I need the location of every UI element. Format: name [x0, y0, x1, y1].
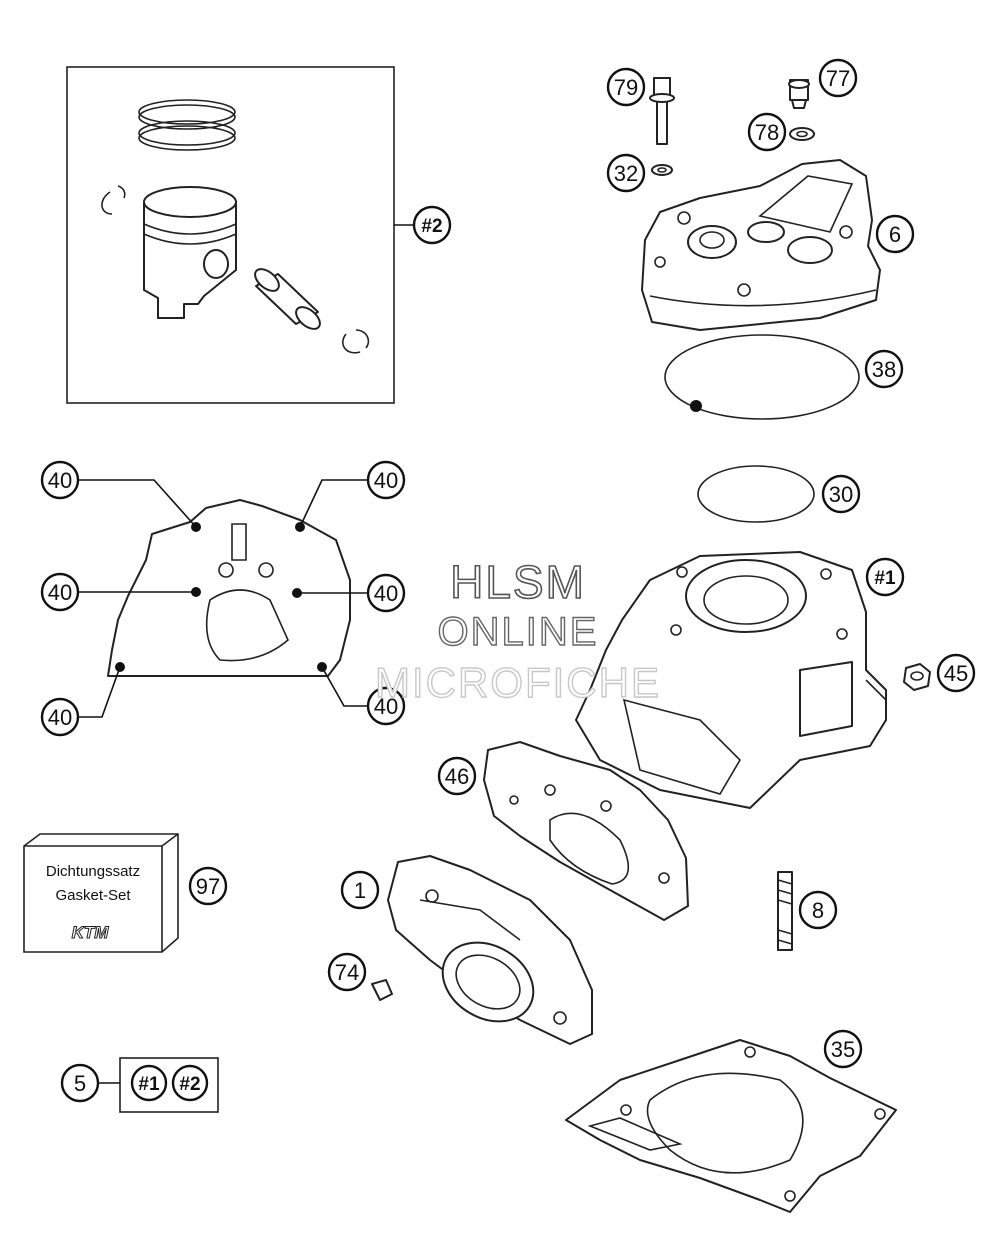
gasket-46	[483, 741, 689, 921]
svg-text:5: 5	[74, 1071, 86, 1096]
svg-text:1: 1	[354, 878, 366, 903]
callout-1: 1	[340, 870, 380, 910]
gasket-box-subtitle: Gasket-Set	[55, 887, 131, 904]
leader-lines-40	[78, 479, 368, 718]
circlip-right	[342, 329, 370, 354]
ktm-logo: KTM	[72, 923, 110, 942]
svg-text:97: 97	[196, 874, 220, 899]
callout-5: 5	[60, 1063, 100, 1103]
watermark-line-2: ONLINE	[438, 610, 599, 654]
set-box-5: #1 #2	[98, 1057, 219, 1113]
callout-1-hash: #1	[865, 557, 905, 597]
callout-40-mid-left: 40	[40, 572, 80, 612]
bolt-77	[788, 79, 810, 109]
set-box-item-1: #1	[130, 1064, 168, 1102]
svg-text:40: 40	[48, 580, 72, 605]
callout-77: 77	[818, 58, 858, 98]
watermark: HLSM ONLINE MICROFICHE	[374, 555, 661, 707]
screw-74	[371, 979, 393, 1001]
svg-text:#1: #1	[138, 1074, 160, 1095]
callout-46: 46	[437, 756, 477, 796]
svg-text:#1: #1	[874, 568, 896, 589]
svg-text:#2: #2	[421, 216, 442, 237]
piston-pin	[254, 268, 321, 330]
svg-text:40: 40	[374, 581, 398, 606]
callout-79: 79	[606, 67, 646, 107]
svg-text:6: 6	[889, 222, 901, 247]
washer-78	[789, 127, 815, 141]
callout-97: 97	[188, 866, 228, 906]
svg-text:32: 32	[614, 161, 638, 186]
svg-text:79: 79	[614, 75, 638, 100]
svg-text:#2: #2	[179, 1074, 200, 1095]
circlip-left	[101, 185, 126, 215]
svg-text:45: 45	[944, 661, 968, 686]
washer-32	[651, 164, 673, 176]
svg-text:40: 40	[374, 468, 398, 493]
svg-text:40: 40	[48, 705, 72, 730]
stud-8	[777, 871, 793, 951]
piston-kit-group	[66, 66, 414, 404]
callout-40-bottom-right: 40	[366, 686, 406, 726]
callout-32: 32	[606, 153, 646, 193]
watermark-line-3: MICROFICHE	[375, 659, 661, 706]
callout-38: 38	[864, 349, 904, 389]
callout-40-top-right: 40	[366, 460, 406, 500]
o-ring-30	[697, 465, 815, 523]
svg-text:78: 78	[755, 120, 779, 145]
callout-8: 8	[798, 890, 838, 930]
head-bolt-79	[649, 77, 675, 145]
gasket-set-box: Dichtungssatz Gasket-Set KTM	[23, 833, 179, 953]
watermark-line-1: HLSM	[450, 556, 586, 608]
piston-kit-frame	[66, 66, 395, 404]
callout-2: #2	[412, 205, 452, 245]
intake-flange-1	[387, 855, 593, 1045]
callout-40-bottom-left: 40	[40, 697, 80, 737]
callout-6: 6	[875, 214, 915, 254]
gasket-box-title: Dichtungssatz	[46, 863, 140, 880]
svg-text:74: 74	[335, 960, 359, 985]
callout-74: 74	[327, 952, 367, 992]
svg-text:30: 30	[829, 482, 853, 507]
callout-40-top-left: 40	[40, 460, 80, 500]
set-box-item-2: #2	[171, 1064, 209, 1102]
callout-30: 30	[821, 474, 861, 514]
svg-text:38: 38	[872, 357, 896, 382]
svg-text:35: 35	[831, 1037, 855, 1062]
base-gasket-35	[565, 1039, 897, 1213]
nut-45	[903, 663, 931, 691]
piston	[143, 186, 237, 319]
o-ring-38	[664, 334, 860, 420]
callout-45: 45	[936, 653, 976, 693]
piston-ring-upper	[138, 99, 236, 130]
svg-text:40: 40	[48, 468, 72, 493]
svg-text:46: 46	[445, 764, 469, 789]
svg-text:40: 40	[374, 694, 398, 719]
callout-35: 35	[823, 1029, 863, 1069]
callout-40-mid-right: 40	[366, 573, 406, 613]
piston-ring-lower	[138, 120, 236, 151]
svg-text:77: 77	[826, 66, 850, 91]
cylinder-head	[641, 159, 881, 331]
callout-78: 78	[747, 112, 787, 152]
gasket-40	[107, 499, 351, 677]
cylinder	[575, 551, 887, 809]
svg-text:8: 8	[812, 898, 824, 923]
